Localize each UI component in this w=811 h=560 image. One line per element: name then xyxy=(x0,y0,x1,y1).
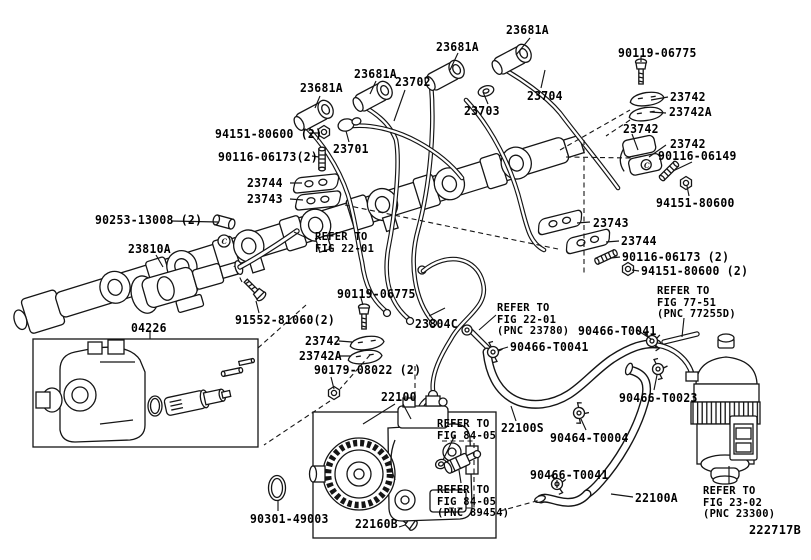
part-label-23702: 23702 xyxy=(395,75,431,89)
part-label-23681A: 23681A xyxy=(506,23,549,37)
clamp-plate-23744-right xyxy=(561,227,615,256)
sensor-ring-drawing xyxy=(434,458,448,470)
part-label-90466-T0041: 90466-T0041 xyxy=(530,468,609,482)
part-label-23742A: 23742A xyxy=(299,349,342,363)
clamp-90464-t0004 xyxy=(570,400,592,427)
bolt-90119-06775-center xyxy=(357,303,371,330)
pipe-fitting-23701 xyxy=(337,117,362,132)
stud-90116-06173-left xyxy=(318,146,326,172)
part-label-90179-08022-2-: 90179-08022 (2) xyxy=(314,363,422,377)
part-label-23743: 23743 xyxy=(247,192,283,206)
svg-text:C: C xyxy=(644,161,650,170)
part-label-23744: 23744 xyxy=(621,234,657,248)
bolt-91552-81060 xyxy=(241,276,268,303)
fuel-hose-22100s-drawing xyxy=(461,324,657,404)
part-label-23681A: 23681A xyxy=(300,81,343,95)
part-label-90116-06173-2-: 90116-06173 (2) xyxy=(622,250,730,264)
kit-04226-drawing xyxy=(32,338,259,448)
svg-text:C: C xyxy=(222,237,228,246)
part-label-23742: 23742 xyxy=(670,137,706,151)
o-ring-90301-drawing xyxy=(267,474,287,502)
nut-94151-topright xyxy=(679,175,693,191)
part-label-23743: 23743 xyxy=(593,216,629,230)
bolt-90119-06775-top xyxy=(634,58,648,85)
part-label-90116-06173-2-: 90116-06173(2) xyxy=(218,150,319,164)
part-label-23742: 23742 xyxy=(670,90,706,104)
part-label-23703: 23703 xyxy=(464,104,500,118)
part-label-90466-T0041: 90466-T0041 xyxy=(578,324,657,338)
part-label-23681A: 23681A xyxy=(436,40,479,54)
clamp-90466-t0023 xyxy=(651,357,669,381)
part-label-90119-06775: 90119-06775 xyxy=(337,287,416,301)
part-label-94151-80600-2-: 94151-80600 (2) xyxy=(641,264,749,278)
pipe-clip-23703 xyxy=(477,84,495,98)
part-label-22100: 22100 xyxy=(381,390,417,404)
part-label-91552-81060-2-: 91552-81060(2) xyxy=(235,313,336,327)
clamp-23742a-top xyxy=(627,104,665,124)
part-label-94151-80600-2-: 94151-80600 (2) xyxy=(215,127,323,141)
part-label-22100A: 22100A xyxy=(635,491,678,505)
rail-c-mark xyxy=(217,234,231,248)
part-label-22100S: 22100S xyxy=(501,421,544,435)
figure-code: 222717B xyxy=(749,522,802,537)
stud-90116-06173-right xyxy=(593,248,619,266)
part-label-23810A: 23810A xyxy=(128,242,171,256)
part-label-90464-T0004: 90464-T0004 xyxy=(550,431,629,445)
injection-pipes-drawing xyxy=(303,67,618,328)
part-label-23742A: 23742A xyxy=(669,105,712,119)
fuel-filter-drawing xyxy=(685,333,761,485)
part-label-90301-49003: 90301-49003 xyxy=(250,512,329,526)
part-label-23681A: 23681A xyxy=(354,67,397,81)
part-label-23804C: 23804C xyxy=(415,317,458,331)
clamp-23742-center xyxy=(348,333,386,353)
part-label-90466-T0023: 90466-T0023 xyxy=(619,391,698,405)
part-label-04226: 04226 xyxy=(131,321,167,335)
bracket-23742-drawing xyxy=(619,134,663,176)
part-label-90466-T0041: 90466-T0041 xyxy=(510,340,589,354)
part-label-90253-13008-2-: 90253-13008 (2) xyxy=(95,213,203,227)
injector-drawing xyxy=(130,260,244,314)
leader-lines xyxy=(149,37,730,528)
part-label-23704: 23704 xyxy=(527,89,563,103)
part-label-23742: 23742 xyxy=(305,334,341,348)
part-label-23742: 23742 xyxy=(623,122,659,136)
dashed-lines xyxy=(233,109,633,512)
part-label-23744: 23744 xyxy=(247,176,283,190)
part-label-90119-06775: 90119-06775 xyxy=(618,46,697,60)
part-label-23701: 23701 xyxy=(333,142,369,156)
pump-22100-drawing xyxy=(308,395,497,539)
nut-94151-right xyxy=(621,261,635,277)
fuel-hose-22100a-drawing xyxy=(534,362,647,503)
part-label-94151-80600: 94151-80600 xyxy=(656,196,735,210)
part-label-22160B: 22160B xyxy=(355,517,398,531)
part-label-90116-06149: 90116-06149 xyxy=(658,149,737,163)
